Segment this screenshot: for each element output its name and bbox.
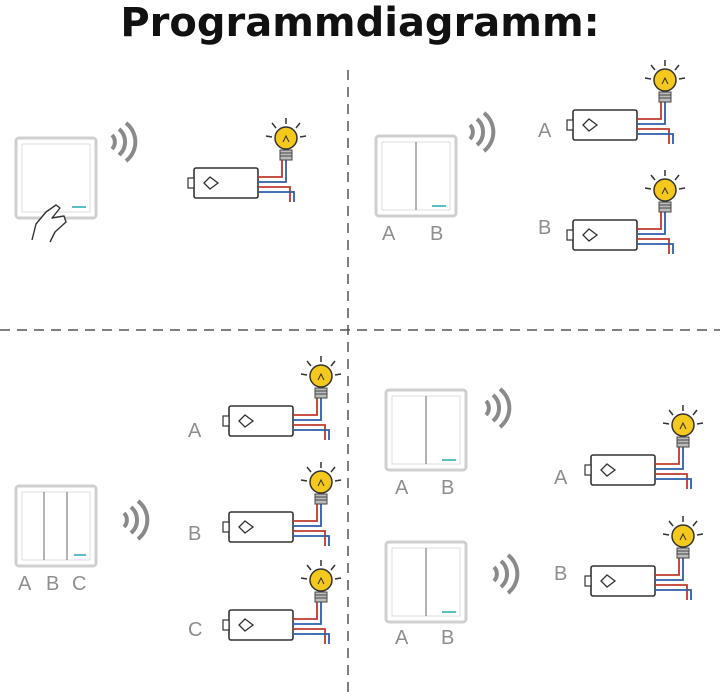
switch-label-a: A [18, 573, 32, 595]
receiver-with-bulb-a [566, 59, 686, 145]
receiver-with-bulb-c [222, 559, 342, 645]
bottom-left-quadrant: A B C A B C [14, 355, 342, 645]
receiver-with-bulb-a [584, 404, 704, 490]
switch-label-a: A [382, 223, 396, 245]
receiver-label-b: B [538, 217, 551, 239]
switch-2-gang-2 [384, 540, 468, 624]
switch-label-c: C [72, 573, 86, 595]
switch-1-gang [14, 136, 98, 220]
top-left-quadrant [14, 117, 307, 243]
wireless-signal-icon [110, 121, 138, 163]
bottom-right-quadrant: A B A B A B [384, 387, 704, 649]
wireless-signal-icon [122, 499, 150, 541]
receiver-with-bulb [187, 117, 307, 203]
receiver-with-bulb-b [222, 461, 342, 547]
switch-2-gang-1 [384, 388, 468, 472]
switch-1-label-b: B [441, 477, 454, 499]
receiver-with-bulb-b [566, 169, 686, 255]
hand-icon [31, 204, 67, 243]
receiver-label-b: B [554, 563, 567, 585]
page-title: Programmdiagramm: [120, 0, 600, 46]
switch-1-label-a: A [395, 477, 409, 499]
wireless-signal-icon [484, 387, 512, 429]
receiver-label-a: A [538, 120, 552, 142]
switch-2-label-a: A [395, 627, 409, 649]
switch-2-label-b: B [441, 627, 454, 649]
receiver-label-a: A [188, 420, 202, 442]
wireless-signal-icon [468, 111, 496, 153]
receiver-label-c: C [188, 619, 202, 641]
receiver-label-b: B [188, 523, 201, 545]
receiver-with-bulb-a [222, 355, 342, 441]
wireless-signal-icon [492, 553, 520, 595]
top-right-quadrant: A B A B [374, 59, 686, 255]
switch-2-gang [374, 134, 458, 218]
switch-label-b: B [430, 223, 443, 245]
switch-3-gang [14, 484, 98, 568]
switch-label-b: B [46, 573, 59, 595]
receiver-label-a: A [554, 467, 568, 489]
receiver-with-bulb-b [584, 515, 704, 601]
